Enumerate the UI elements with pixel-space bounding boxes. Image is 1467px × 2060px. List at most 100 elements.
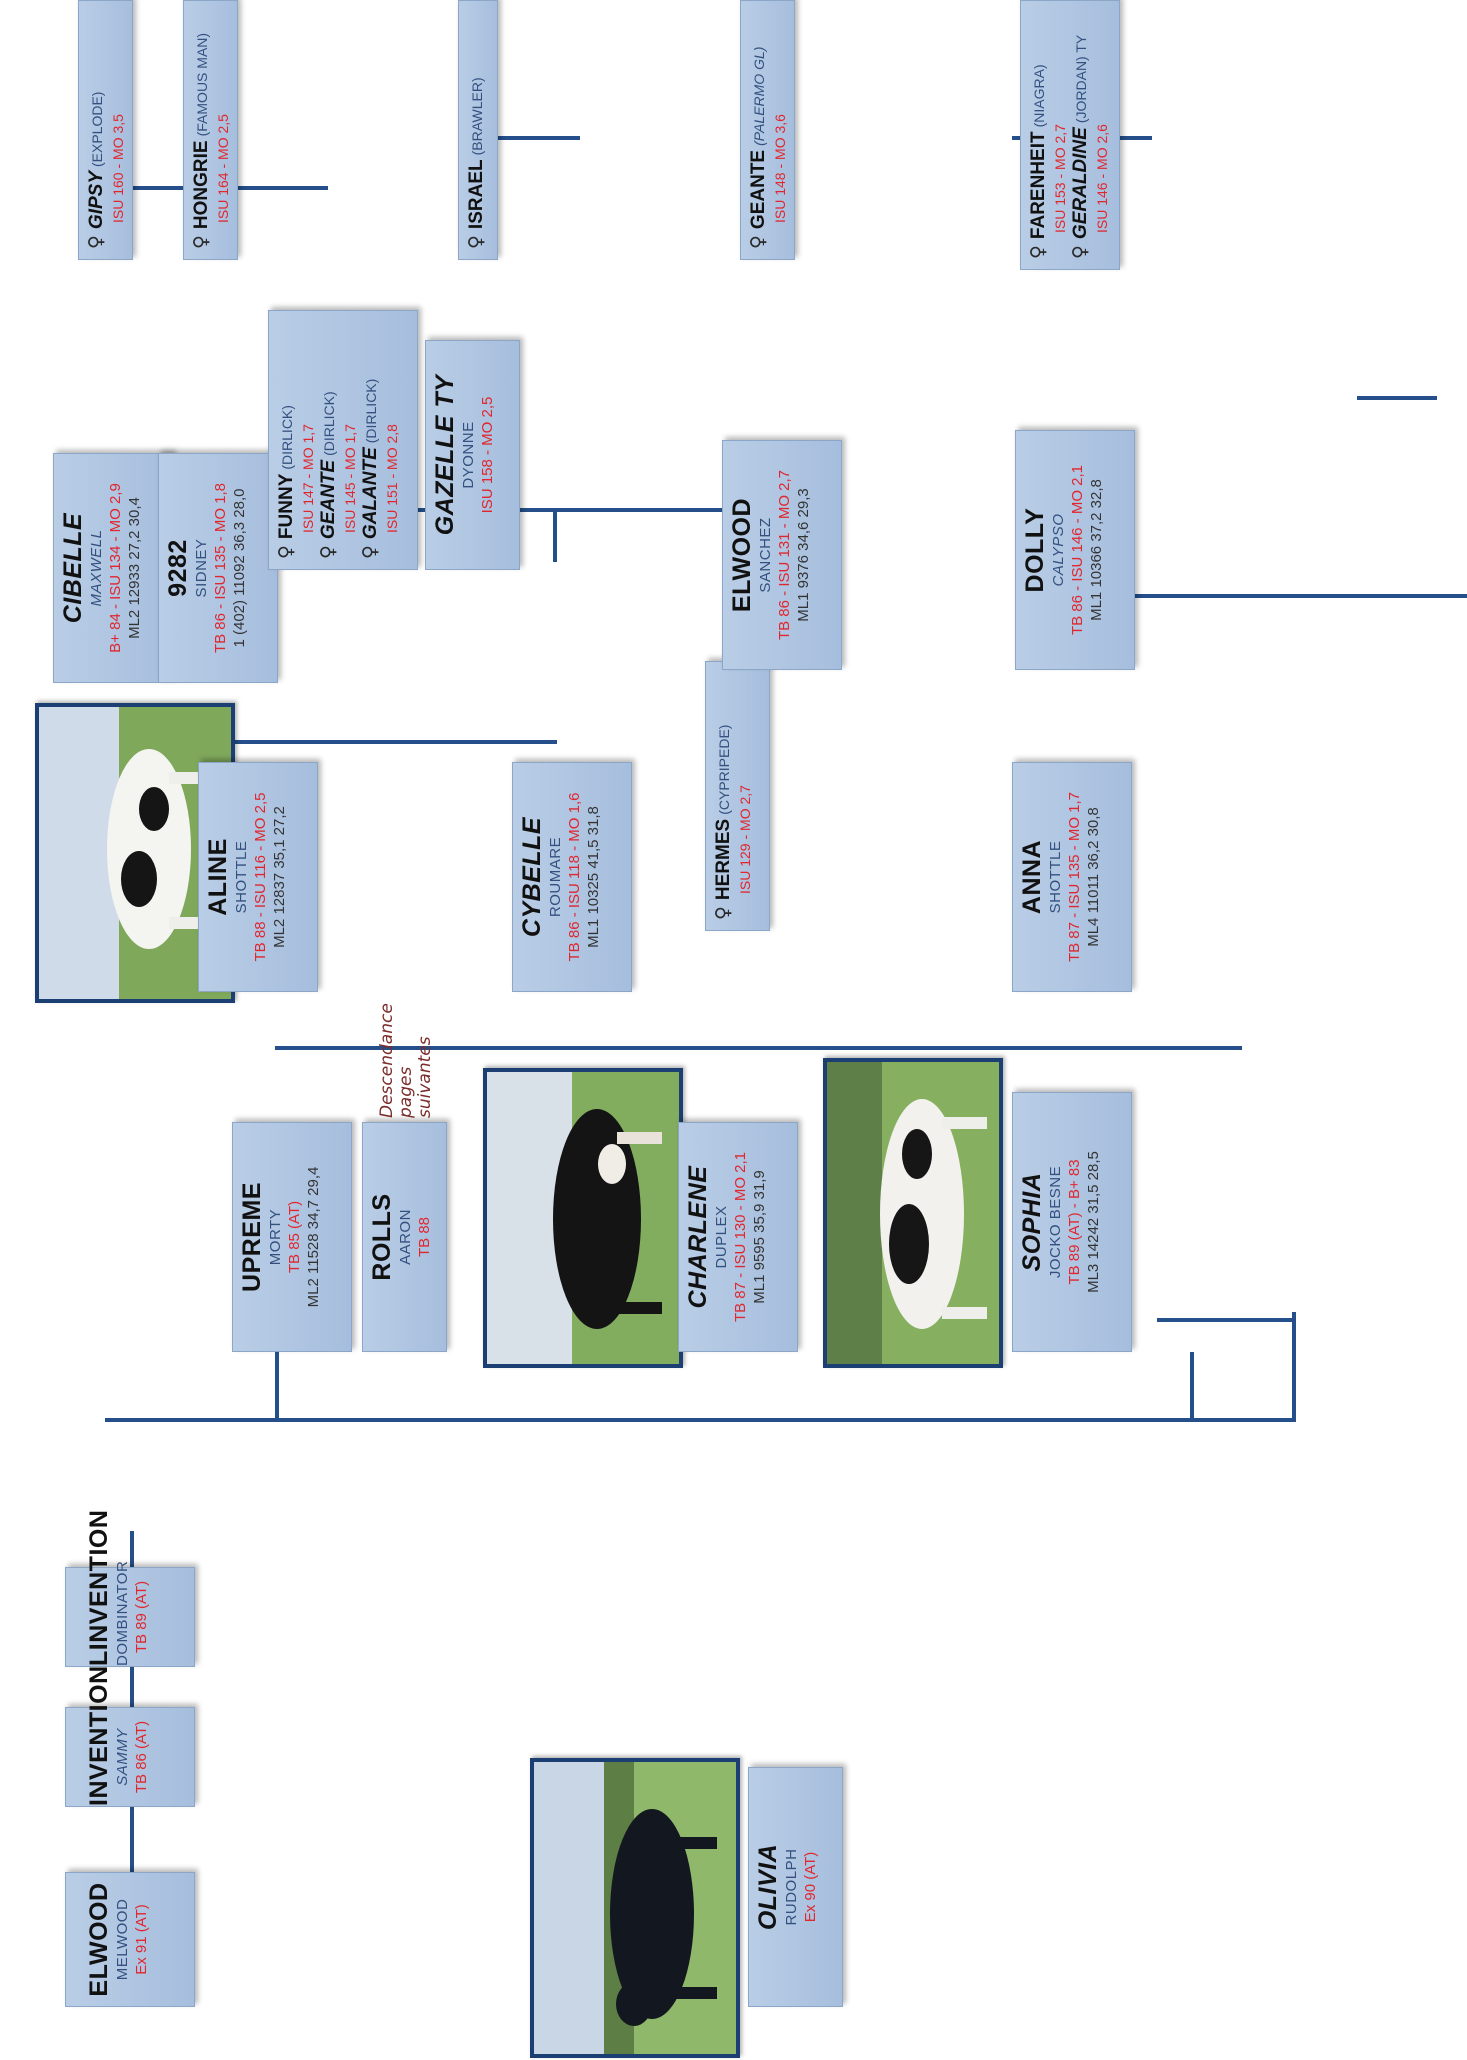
- connector: [1190, 1352, 1194, 1422]
- sire: (DIRLICK): [279, 405, 295, 470]
- production: ML2 11528 34,7 29,4: [305, 1166, 322, 1308]
- sire: (JORDAN) TY: [1073, 34, 1089, 124]
- sire: SHOTTLE: [1047, 840, 1064, 914]
- israel-box: ♀ ISRAEL (BRAWLER): [458, 0, 498, 260]
- rolls-box: ROLLS AARON TB 88: [362, 1122, 447, 1352]
- score: B+ 84 - ISU 134 - MO 2,9: [107, 483, 124, 653]
- gipsy-box: ♀GIPSY(EXPLODE) ISU 160 - MO 3,5: [78, 0, 133, 260]
- galante-row: ♀ GALANTE (DIRLICK): [359, 311, 383, 559]
- name: ELWOOD: [85, 1882, 113, 1997]
- score: TB 86 - ISU 118 - MO 1,6: [566, 792, 583, 962]
- sire: (EXPLODE): [89, 91, 105, 167]
- connector: [1357, 396, 1437, 400]
- production: ML2 12933 27,2 30,4: [126, 497, 143, 639]
- name: ALINE: [204, 838, 232, 916]
- score: TB 89 (AT): [133, 1580, 150, 1654]
- connector: [553, 512, 557, 562]
- name: INVENTION: [85, 1665, 113, 1806]
- production: ML1 10325 41,5 31,8: [585, 806, 602, 948]
- dirlick-daughters-box: ♀FUNNY(DIRLICK) ISU 147 - MO 1,7 ♀GEANTE…: [268, 310, 418, 570]
- upreme-photo: [35, 703, 235, 1003]
- sire: DYONNE: [460, 421, 477, 489]
- connector: [130, 1667, 134, 1707]
- descendance-note: Descendance pages suivantes: [377, 1003, 435, 1118]
- name: CYBELLE: [518, 816, 546, 938]
- name: ISRAEL: [466, 159, 487, 230]
- sire: AARON: [397, 1209, 414, 1265]
- production: ML1 9595 35,9 31,9: [751, 1170, 768, 1304]
- score: TB 86 - ISU 146 - MO 2,1: [1069, 464, 1086, 636]
- sire: CALYPSO: [1050, 513, 1067, 587]
- production: ML3 14242 31,5 28,5: [1085, 1151, 1102, 1293]
- charlene-photo: [483, 1068, 683, 1368]
- female-symbol: ♀: [317, 545, 339, 559]
- elwood-sanchez-box: ELWOOD SANCHEZ TB 86 - ISU 131 - MO 2,7 …: [722, 440, 842, 670]
- aline-box: ALINE SHOTTLE TB 88 - ISU 116 - MO 2,5 M…: [198, 762, 318, 992]
- score: TB 87 - ISU 135 - MO 1,7: [1066, 791, 1083, 963]
- sire: (DIRLICK): [363, 378, 379, 444]
- name: HONGRIE: [191, 140, 212, 230]
- ancestor-elwood-box: ELWOOD MELWOOD Ex 91 (AT): [65, 1872, 195, 2007]
- ancestor-invention-box: INVENTION SAMMY TB 86 (AT): [65, 1665, 195, 1807]
- production: ML1 10366 37,2 32,8: [1088, 479, 1105, 621]
- geraldine-row: ♀GERALDINE(JORDAN) TY: [1069, 1, 1093, 259]
- name: UPREME: [238, 1182, 266, 1292]
- female-symbol: ♀: [1027, 245, 1049, 259]
- note-line: Descendance: [377, 1003, 397, 1118]
- connector: [105, 1418, 1295, 1422]
- name: GALANTE: [360, 447, 381, 540]
- name: GEANTE: [748, 149, 769, 230]
- sire: (NIAGRA): [1031, 64, 1047, 128]
- connector: [207, 740, 557, 744]
- upreme-box: UPREME MORTY TB 85 (AT) ML2 11528 34,7 2…: [232, 1122, 352, 1352]
- production: 1 (402) 11092 36,3 28,0: [231, 488, 248, 648]
- connector: [584, 1046, 734, 1050]
- sophia-box: SOPHIA JOCKO BESNE TB 89 (AT) - B+ 83 ML…: [1012, 1092, 1132, 1352]
- name: GIPSY: [86, 171, 107, 230]
- production: ML4 11011 36,2 30,8: [1085, 807, 1102, 947]
- female-symbol: ♀: [190, 235, 212, 249]
- female-symbol: ♀: [359, 545, 381, 559]
- female-symbol: ♀: [712, 906, 734, 920]
- connector: [732, 1046, 1242, 1050]
- sire: MAXWELL: [88, 529, 105, 607]
- hongrie-row: ♀ HONGRIE (FAMOUS MAN): [190, 1, 214, 249]
- geante-row: ♀GEANTE(DIRLICK): [317, 311, 341, 559]
- geante-row: ♀GEANTE(PALERMO GL): [747, 1, 771, 249]
- name: ELWOOD: [728, 497, 756, 613]
- gazelle-box: GAZELLE TY DYONNE ISU 158 - MO 2,5: [425, 340, 520, 570]
- sire: (FAMOUS MAN): [194, 32, 210, 137]
- name: DOLLY: [1021, 507, 1049, 593]
- sire: SHOTTLE: [233, 840, 250, 914]
- score: ISU 146 - MO 2,6: [1094, 124, 1110, 233]
- hermes-box: ♀HERMES(CYPRIPEDE) ISU 129 - MO 2,7: [705, 661, 770, 931]
- score: ISU 153 - MO 2,7: [1052, 124, 1068, 233]
- sire: RUDOLPH: [783, 1848, 800, 1926]
- score: TB 88 - ISU 116 - MO 2,5: [252, 792, 269, 962]
- sire: (BRAWLER): [469, 77, 485, 156]
- olivia-photo: [530, 1758, 740, 2058]
- name: OLIVIA: [754, 1843, 782, 1931]
- funny-row: ♀FUNNY(DIRLICK): [275, 311, 299, 559]
- female-symbol: ♀: [85, 235, 107, 249]
- sire: MELWOOD: [114, 1898, 131, 1981]
- score: TB 88: [416, 1216, 433, 1258]
- production: ML2 12837 35,1 27,2: [271, 806, 288, 948]
- charlene-box: CHARLENE DUPLEX TB 87 - ISU 130 - MO 2,1…: [678, 1122, 798, 1352]
- gipsy-row: ♀ GIPSY (EXPLODE): [85, 1, 109, 249]
- sire: SIDNEY: [193, 538, 210, 598]
- sire: JOCKO BESNE: [1047, 1165, 1064, 1279]
- connector: [130, 1807, 134, 1872]
- female-symbol: ♀: [465, 235, 487, 249]
- female-symbol: ♀: [1069, 245, 1091, 259]
- olivia-box: OLIVIA RUDOLPH Ex 90 (AT): [748, 1767, 843, 2007]
- name: GAZELLE TY: [431, 374, 459, 536]
- note-line: pages: [396, 1066, 416, 1118]
- score: Ex 91 (AT): [133, 1904, 150, 1975]
- name: FUNNY: [276, 473, 297, 540]
- dolly-box: DOLLY CALYPSO TB 86 - ISU 146 - MO 2,1 M…: [1015, 430, 1135, 670]
- score: ISU 164 - MO 2,5: [215, 114, 231, 223]
- name: FARENHEIT: [1028, 131, 1049, 240]
- hongrie-box: ♀ HONGRIE (FAMOUS MAN) ISU 164 - MO 2,5: [183, 0, 238, 260]
- cibelle-box: CIBELLE MAXWELL B+ 84 - ISU 134 - MO 2,9…: [53, 453, 173, 683]
